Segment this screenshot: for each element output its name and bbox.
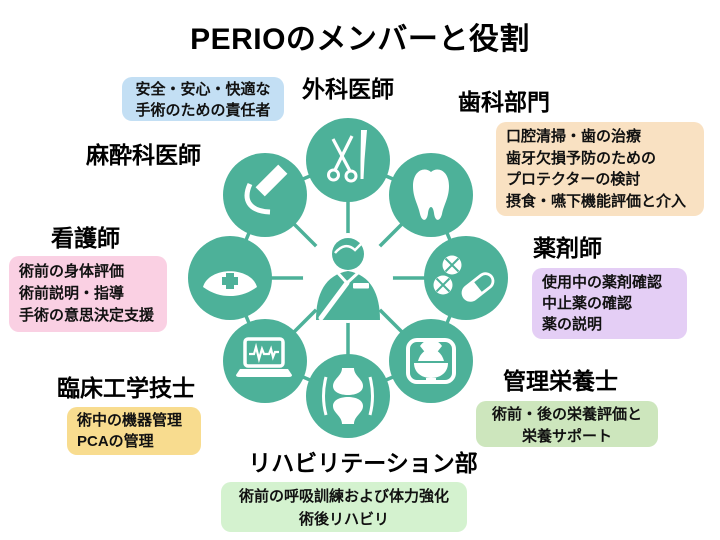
note-line: 術前の呼吸訓練および体力強化 xyxy=(238,488,449,505)
member-label-surgeon: 外科医師 xyxy=(302,76,394,102)
node-circle-anesthesiologist xyxy=(223,153,307,237)
node-circle-dietitian xyxy=(389,319,473,403)
patient-icon xyxy=(316,238,380,321)
pills-icon xyxy=(433,255,495,302)
scissors-scalpel-icon xyxy=(327,130,367,183)
rice-bowl-icon xyxy=(406,338,456,384)
member-label-dental: 歯科部門 xyxy=(458,89,550,115)
pharmacist-note: 使用中の薬剤確認 中止薬の確認 薬の説明 xyxy=(532,268,687,339)
note-line: 摂食・嚥下機能評価と介入 xyxy=(506,192,687,210)
node-circle-rehabilitation xyxy=(306,354,390,438)
note-line: 術前の身体評価 xyxy=(19,263,125,280)
member-label-engineer: 臨床工学技士 xyxy=(57,375,195,401)
member-label-dietitian: 管理栄養士 xyxy=(503,368,618,394)
note-line: 術前説明・指導 xyxy=(19,285,125,302)
note-line: 中止薬の確認 xyxy=(542,295,633,312)
note-line: 安全・安心・快適な xyxy=(135,81,271,98)
member-label-anesthesiologist: 麻酔科医師 xyxy=(86,142,201,168)
page-title: PERIOのメンバーと役割 xyxy=(190,23,530,56)
note-line: 手術のための責任者 xyxy=(135,102,271,119)
nurse-cap-icon xyxy=(203,271,257,296)
note-line: 使用中の薬剤確認 xyxy=(542,274,663,291)
node-circle-pharmacist xyxy=(424,236,508,320)
dental-note: 口腔清掃・歯の治療 歯牙欠損予防のための プロテクターの検討 摂食・嚥下機能評価… xyxy=(496,122,704,216)
tooth-icon xyxy=(413,169,449,220)
note-line: 栄養サポート xyxy=(521,428,612,445)
note-line: 術後リハビリ xyxy=(298,511,389,528)
member-label-pharmacist: 薬剤師 xyxy=(533,235,602,261)
note-line: 手術の意思決定支援 xyxy=(19,307,155,324)
note-line: 歯牙欠損予防のための xyxy=(506,149,657,167)
note-line: 薬の説明 xyxy=(542,316,603,333)
member-label-rehabilitation: リハビリテーション部 xyxy=(248,450,478,476)
rehabilitation-note: 術前の呼吸訓練および体力強化 術後リハビリ xyxy=(221,482,467,532)
knee-joint-icon xyxy=(322,368,374,424)
node-circle-engineer xyxy=(223,319,307,403)
note-line: 術前・後の栄養評価と xyxy=(491,406,642,423)
note-line: PCAの管理 xyxy=(77,433,154,450)
laryngoscope-icon xyxy=(244,164,288,215)
node-circle-nurse xyxy=(188,236,272,320)
nurse-note: 術前の身体評価 術前説明・指導 手術の意思決定支援 xyxy=(9,256,167,332)
monitoring-laptop-icon xyxy=(236,337,292,377)
note-line: プロテクターの検討 xyxy=(506,171,641,188)
engineer-note: 術中の機器管理 PCAの管理 xyxy=(67,407,201,455)
node-circle-surgeon xyxy=(306,118,390,202)
node-circle-dental xyxy=(389,153,473,237)
anesthesiologist-note: 安全・安心・快適な 手術のための責任者 xyxy=(122,77,284,121)
member-label-nurse: 看護師 xyxy=(51,225,120,251)
note-line: 口腔清掃・歯の治療 xyxy=(506,128,642,145)
note-line: 術中の機器管理 xyxy=(77,412,183,429)
dietitian-note: 術前・後の栄養評価と 栄養サポート xyxy=(476,401,658,447)
